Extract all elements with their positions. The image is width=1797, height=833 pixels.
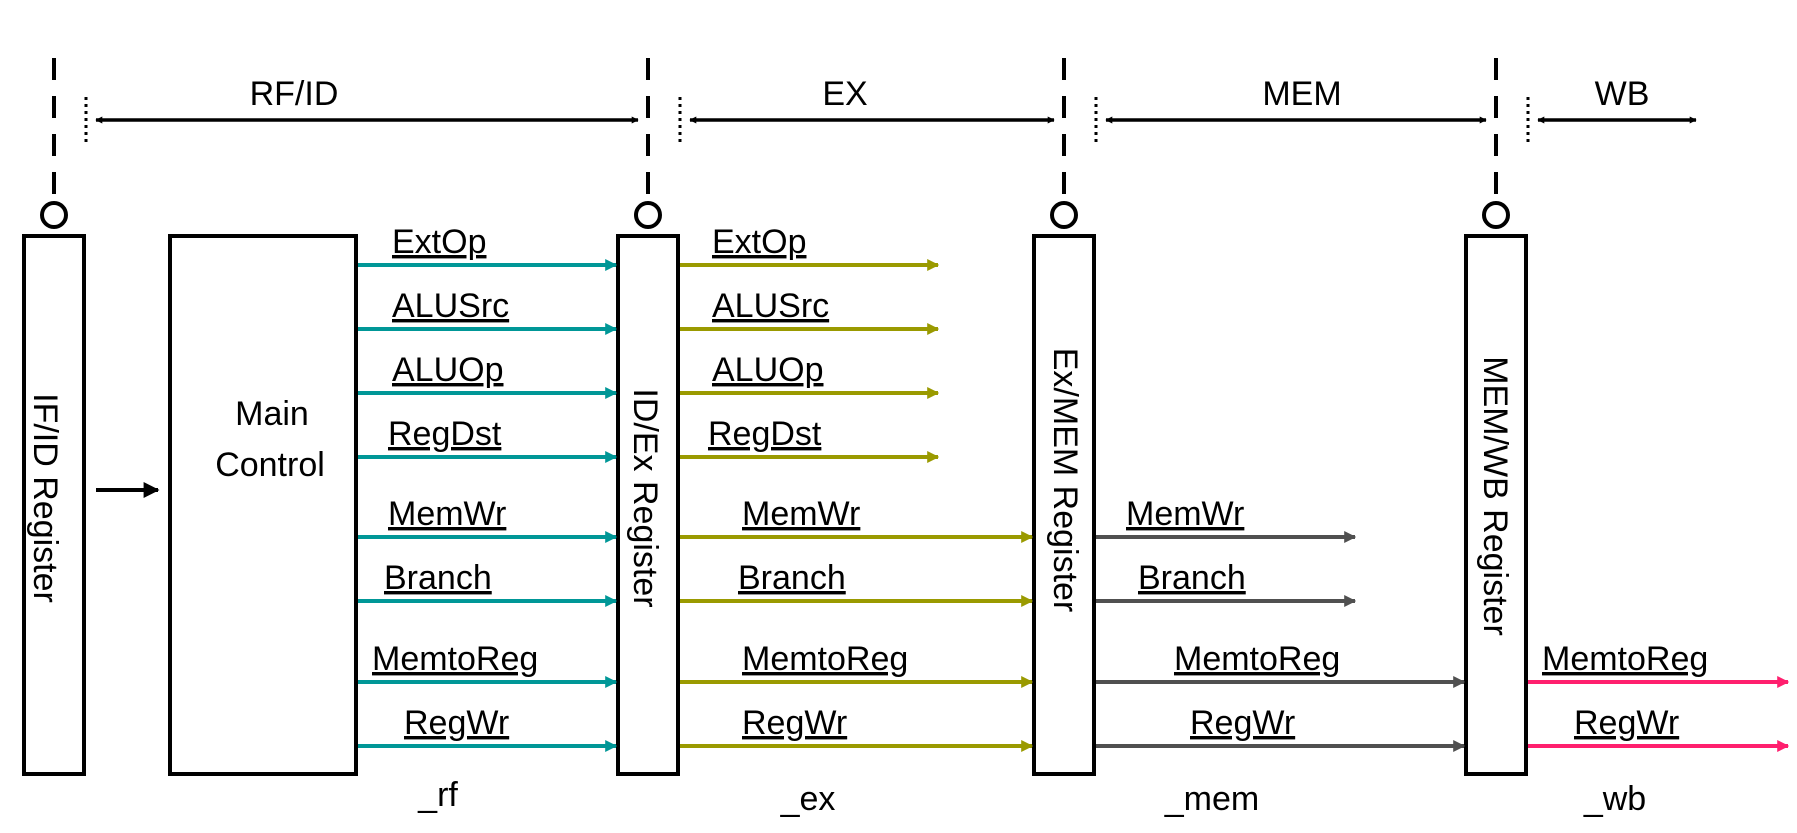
signals-rf: ExtOpALUSrcALUOpRegDstMemWrBranchMemtoRe… xyxy=(358,223,618,752)
rf-label-extop: ExtOp xyxy=(392,223,486,261)
stage-labels: RF/ID EX MEM WB xyxy=(250,75,1650,113)
clock-circle-2 xyxy=(634,201,662,229)
suffix-labels: _rf _ex _mem _wb xyxy=(417,776,1646,818)
rf-label-aluop: ALUOp xyxy=(392,351,504,389)
ex-label-regwr: RegWr xyxy=(742,704,847,742)
rf-label-alusrc: ALUSrc xyxy=(392,287,509,325)
ex-label-extop: ExtOp xyxy=(712,223,806,261)
rf-label-regdst: RegDst xyxy=(388,415,502,453)
mem-label-regwr: RegWr xyxy=(1190,704,1295,742)
ex-label-memtoreg: MemtoReg xyxy=(742,640,908,678)
clock-circle-3 xyxy=(1050,201,1078,229)
register-labels: IF/ID Register ID/Ex Register Ex/MEM Reg… xyxy=(26,348,1514,636)
clock-circles xyxy=(40,201,1510,229)
memwb-register-box xyxy=(1464,234,1528,776)
rf-label-branch: Branch xyxy=(384,559,492,597)
rf-label-regwr: RegWr xyxy=(404,704,509,742)
mem-label-branch: Branch xyxy=(1138,559,1246,597)
mem-label-memwr: MemWr xyxy=(1126,495,1244,533)
idex-register-label: ID/Ex Register xyxy=(626,388,664,607)
clock-circle-1 xyxy=(40,201,68,229)
ifid-register-label: IF/ID Register xyxy=(26,393,64,603)
main-control-label-line1: Main xyxy=(235,395,309,433)
clock-lines xyxy=(52,58,1498,198)
stage-label-rfid: RF/ID xyxy=(250,75,339,113)
clock-circle-4 xyxy=(1482,201,1510,229)
ex-label-branch: Branch xyxy=(738,559,846,597)
main-control-box xyxy=(168,234,358,776)
wb-label-regwr: RegWr xyxy=(1574,704,1679,742)
stage-label-ex: EX xyxy=(822,75,867,113)
ex-label-alusrc: ALUSrc xyxy=(712,287,829,325)
ifid-register-box xyxy=(22,234,86,776)
wb-label-memtoreg: MemtoReg xyxy=(1542,640,1708,678)
ex-label-regdst: RegDst xyxy=(708,415,822,453)
exmem-register-label: Ex/MEM Register xyxy=(1046,348,1084,613)
suffix-mem: _mem xyxy=(1164,780,1259,818)
stage-label-wb: WB xyxy=(1595,75,1650,113)
idex-register-box xyxy=(616,234,680,776)
dotted-markers xyxy=(84,97,1530,145)
suffix-ex: _ex xyxy=(780,780,836,818)
main-control-label-line2: Control xyxy=(215,446,325,484)
pipeline-registers xyxy=(22,234,1528,776)
suffix-wb: _wb xyxy=(1583,780,1646,818)
suffix-rf: _rf xyxy=(417,776,458,814)
ex-label-aluop: ALUOp xyxy=(712,351,824,389)
stage-label-mem: MEM xyxy=(1262,75,1341,113)
rf-label-memwr: MemWr xyxy=(388,495,506,533)
memwb-register-label: MEM/WB Register xyxy=(1476,356,1514,636)
rf-label-memtoreg: MemtoReg xyxy=(372,640,538,678)
signals-ex: ExtOpALUSrcALUOpRegDstMemWrBranchMemtoRe… xyxy=(680,223,1034,752)
ex-label-memwr: MemWr xyxy=(742,495,860,533)
mem-label-memtoreg: MemtoReg xyxy=(1174,640,1340,678)
exmem-register-box xyxy=(1032,234,1096,776)
